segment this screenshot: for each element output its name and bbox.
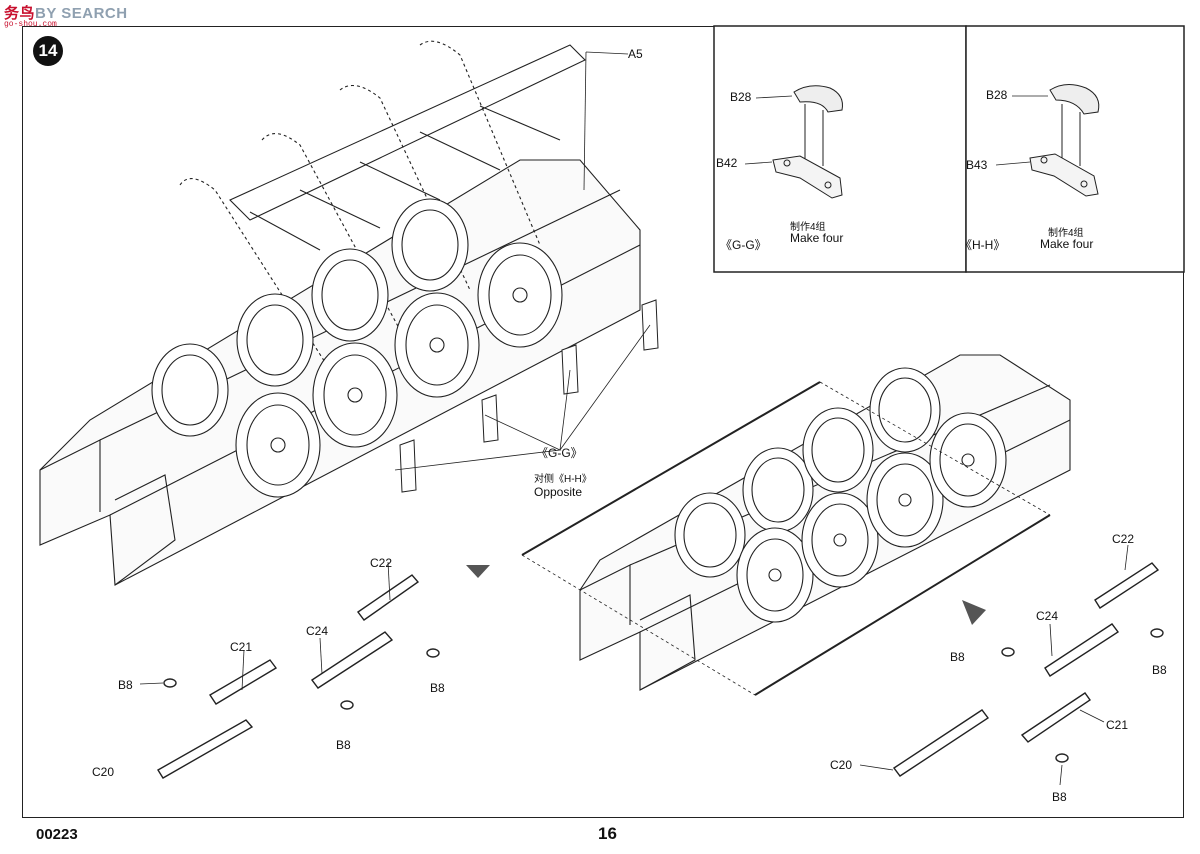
right-side-rods	[521, 381, 1051, 696]
part-label-c24-left: C24	[306, 624, 329, 638]
right-rod-parts	[892, 562, 1164, 777]
right-wheels	[674, 367, 1007, 623]
inset-hh-box	[965, 25, 1185, 273]
left-rod-parts	[157, 574, 440, 779]
watermark: 务鸟BY SEARCH go-shou.com	[4, 0, 204, 30]
watermark-text: 务鸟BY SEARCH	[4, 2, 128, 23]
callout-opposite: Opposite	[534, 485, 583, 499]
part-label-b43: B43	[966, 158, 988, 172]
part-label-b42: B42	[716, 156, 738, 170]
callout-hh: 对侧《H-H》	[534, 474, 592, 485]
inset-hh-parts	[1029, 84, 1100, 197]
part-label-c20-left: C20	[92, 765, 115, 779]
watermark-brand: 务鸟	[4, 5, 36, 22]
part-label-c21-right: C21	[1106, 718, 1129, 732]
footer-page-number: 16	[598, 824, 617, 843]
part-label-b8-right-3: B8	[1052, 790, 1067, 804]
part-label-c24-right: C24	[1036, 609, 1059, 623]
left-spring-frame	[179, 40, 586, 371]
part-label-c20-right: C20	[830, 758, 853, 772]
inset-gg-note-cn: 制作4组	[790, 222, 826, 233]
callout-gg: 《G-G》	[536, 446, 583, 460]
part-label-b28-gg: B28	[730, 90, 752, 104]
part-label-c22-right: C22	[1112, 532, 1135, 546]
inset-gg-parts	[772, 85, 843, 199]
part-label-b8-left-3: B8	[336, 738, 351, 752]
watermark-url: go-shou.com	[4, 20, 57, 29]
part-label-c21-left: C21	[230, 640, 253, 654]
watermark-search: BY SEARCH	[35, 5, 128, 22]
part-label-b8-left-1: B8	[118, 678, 133, 692]
inset-hh-note-en: Make four	[1040, 237, 1094, 251]
inset-gg-title: 《G-G》	[720, 238, 767, 252]
inset-gg-box	[713, 25, 967, 273]
part-label-b8-left-2: B8	[430, 681, 445, 695]
part-label-c22-left: C22	[370, 556, 393, 570]
step-number-badge: 14	[33, 36, 63, 66]
inset-hh-note-cn: 制作4组	[1048, 228, 1084, 239]
left-wheels	[151, 198, 563, 498]
part-label-b8-right-1: B8	[950, 650, 965, 664]
part-label-b8-right-2: B8	[1152, 663, 1167, 677]
direction-arrows	[466, 565, 986, 625]
part-label-a5: A5	[628, 47, 643, 61]
part-label-b28-hh: B28	[986, 88, 1008, 102]
inset-gg-note-en: Make four	[790, 231, 844, 245]
footer-product-code: 00223	[36, 826, 78, 843]
page-frame	[22, 26, 1184, 818]
inset-hh-title: 《H-H》	[960, 238, 1006, 252]
